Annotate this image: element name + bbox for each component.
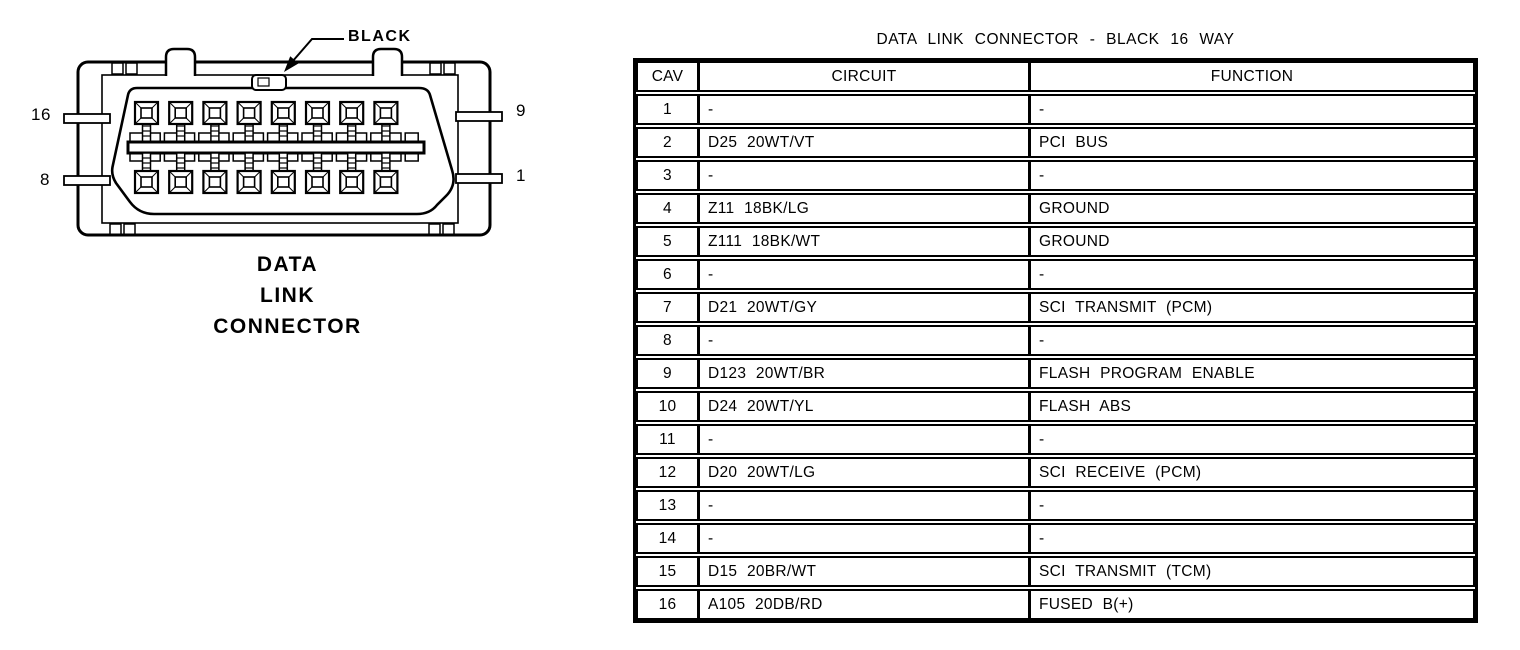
circuit-cell: - bbox=[697, 261, 1028, 288]
circuit-cell: Z11 18BK/LG bbox=[697, 195, 1028, 222]
function-cell: FUSED B(+) bbox=[1028, 591, 1473, 618]
cav-cell: 12 bbox=[658, 464, 677, 481]
function-cell: PCI BUS bbox=[1028, 129, 1473, 156]
header-function: FUNCTION bbox=[1028, 63, 1473, 90]
table-row: 6 -- bbox=[636, 259, 1475, 290]
circuit-cell: - bbox=[697, 525, 1028, 552]
table-row: 14 -- bbox=[636, 523, 1475, 554]
callout-arrow-head bbox=[284, 56, 299, 72]
connector-drawing bbox=[63, 38, 503, 237]
table-row: 11 -- bbox=[636, 424, 1475, 455]
caption-line-2: LINK bbox=[260, 284, 315, 307]
pin-label-1: 1 bbox=[516, 166, 526, 185]
table-header-row: CAV CIRCUIT FUNCTION bbox=[636, 61, 1475, 92]
function-cell: SCI TRANSMIT (TCM) bbox=[1028, 558, 1473, 585]
function-cell: - bbox=[1028, 162, 1473, 189]
cav-cell: 11 bbox=[659, 431, 676, 448]
circuit-cell: - bbox=[697, 492, 1028, 519]
table-row: 13 -- bbox=[636, 490, 1475, 521]
function-cell: FLASH PROGRAM ENABLE bbox=[1028, 360, 1473, 387]
function-cell: SCI RECEIVE (PCM) bbox=[1028, 459, 1473, 486]
circuit-cell: D20 20WT/LG bbox=[697, 459, 1028, 486]
caption-line-1: DATA bbox=[256, 253, 319, 276]
pin-grid bbox=[126, 100, 426, 195]
circuit-cell: - bbox=[697, 426, 1028, 453]
function-cell: GROUND bbox=[1028, 195, 1473, 222]
mounting-tab-right bbox=[371, 47, 404, 76]
circuit-cell: A105 20DB/RD bbox=[697, 591, 1028, 618]
corner-keys bbox=[109, 62, 456, 236]
cav-cell: 5 bbox=[663, 233, 672, 250]
cav-cell: 15 bbox=[658, 563, 677, 580]
side-step-notches bbox=[63, 111, 503, 186]
circuit-cell: Z111 18BK/WT bbox=[697, 228, 1028, 255]
function-cell: - bbox=[1028, 327, 1473, 354]
cav-cell: 6 bbox=[663, 266, 672, 283]
function-cell: GROUND bbox=[1028, 228, 1473, 255]
circuit-cell: D25 20WT/VT bbox=[697, 129, 1028, 156]
pin-label-8: 8 bbox=[40, 170, 50, 189]
table-row: 1 -- bbox=[636, 94, 1475, 125]
circuit-cell: D15 20BR/WT bbox=[697, 558, 1028, 585]
function-cell: SCI TRANSMIT (PCM) bbox=[1028, 294, 1473, 321]
diagram-caption: DATA LINK CONNECTOR bbox=[175, 249, 400, 342]
callout-arrow-line bbox=[291, 38, 344, 63]
circuit-cell: - bbox=[697, 327, 1028, 354]
cav-cell: 7 bbox=[663, 299, 672, 316]
mounting-tab-left bbox=[164, 47, 197, 76]
cav-cell: 3 bbox=[663, 167, 672, 184]
caption-line-3: CONNECTOR bbox=[213, 315, 362, 338]
function-cell: - bbox=[1028, 525, 1473, 552]
cav-cell: 10 bbox=[658, 398, 677, 415]
latch-tab-detail bbox=[257, 77, 270, 87]
table-row: 8 -- bbox=[636, 325, 1475, 356]
pin-label-9: 9 bbox=[516, 101, 526, 120]
function-cell: FLASH ABS bbox=[1028, 393, 1473, 420]
cav-cell: 14 bbox=[658, 530, 677, 547]
cav-cell: 9 bbox=[663, 365, 672, 382]
function-cell: - bbox=[1028, 492, 1473, 519]
cav-cell: 2 bbox=[663, 134, 672, 151]
table-row: 3 -- bbox=[636, 160, 1475, 191]
connector-color-label: BLACK bbox=[348, 28, 412, 45]
function-cell: - bbox=[1028, 96, 1473, 123]
header-cav: CAV bbox=[651, 68, 684, 85]
circuit-cell: D21 20WT/GY bbox=[697, 294, 1028, 321]
function-cell: - bbox=[1028, 261, 1473, 288]
table-title: DATA LINK CONNECTOR - BLACK 16 WAY bbox=[876, 31, 1235, 48]
circuit-cell: - bbox=[697, 162, 1028, 189]
circuit-cell: D123 20WT/BR bbox=[697, 360, 1028, 387]
circuit-cell: D24 20WT/YL bbox=[697, 393, 1028, 420]
cav-cell: 8 bbox=[663, 332, 672, 349]
header-circuit: CIRCUIT bbox=[697, 63, 1028, 90]
circuit-cell: - bbox=[697, 96, 1028, 123]
function-cell: - bbox=[1028, 426, 1473, 453]
cav-cell: 13 bbox=[658, 497, 677, 514]
cav-cell: 16 bbox=[658, 596, 677, 613]
cav-cell: 1 bbox=[663, 101, 672, 118]
pin-label-16: 16 bbox=[31, 105, 51, 124]
cav-cell: 4 bbox=[663, 200, 672, 217]
